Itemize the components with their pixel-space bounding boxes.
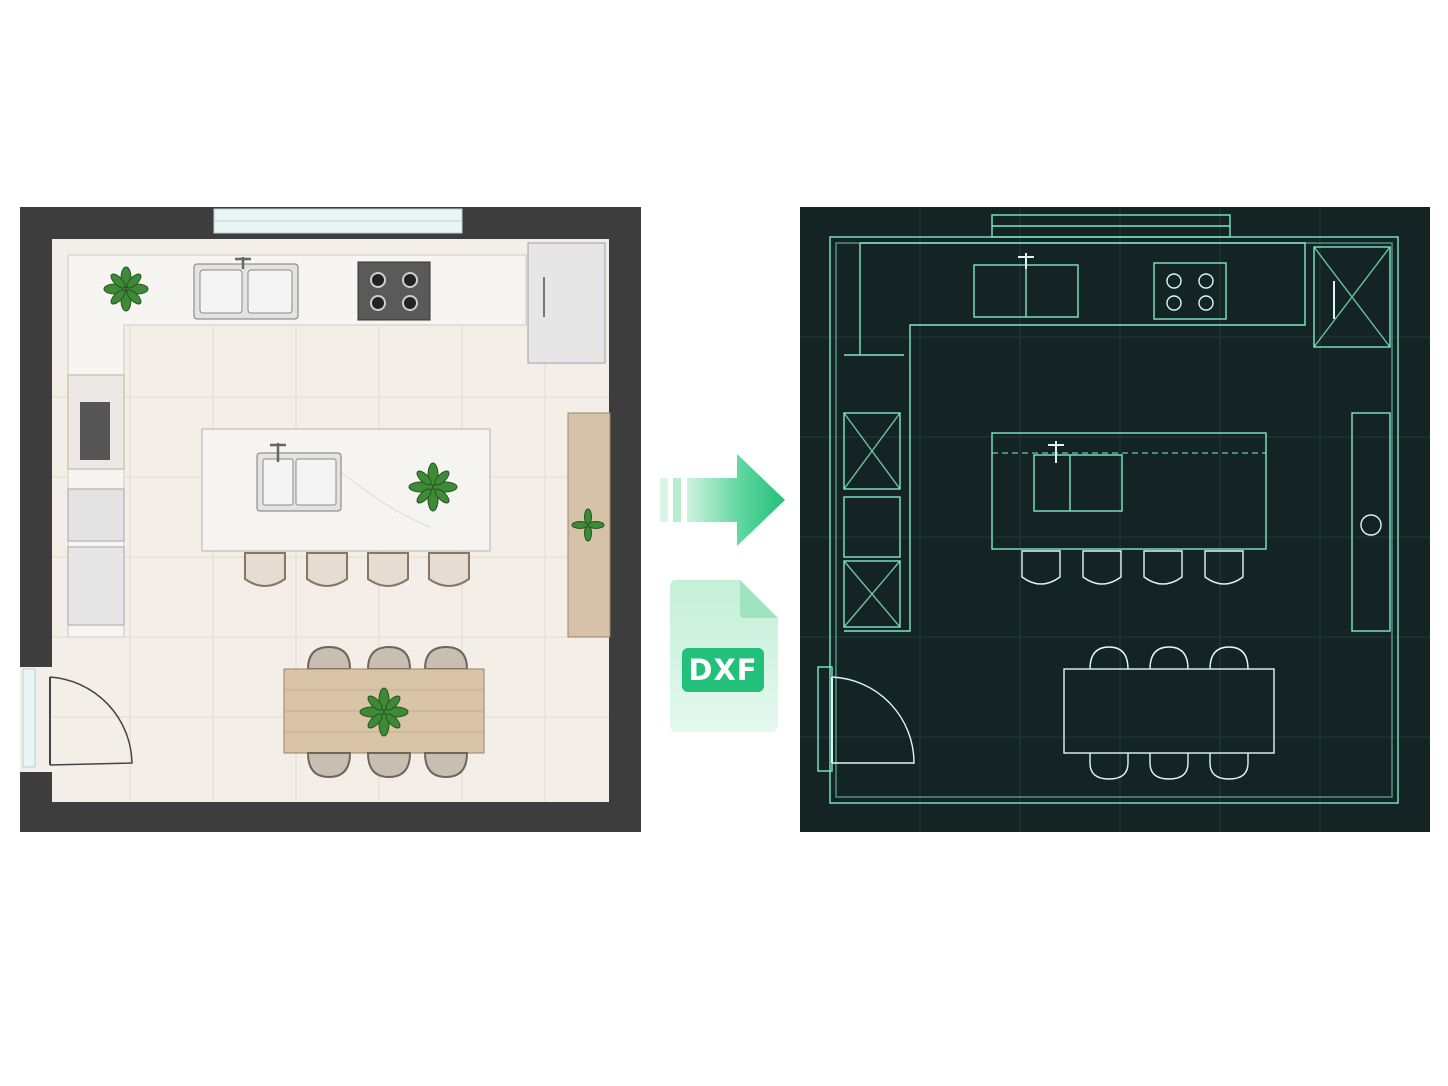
wall-oven bbox=[80, 402, 110, 460]
washer bbox=[67, 546, 125, 626]
file-corner-fold bbox=[740, 580, 778, 618]
cad-linework bbox=[817, 214, 1399, 804]
cad-cabinet-cross bbox=[843, 560, 901, 628]
cad-door-swing bbox=[831, 676, 915, 764]
dining-chairs-top bbox=[306, 645, 469, 670]
island-sink-basin-left bbox=[262, 458, 294, 506]
cad-dining-chair bbox=[1089, 753, 1129, 780]
cad-dining-table bbox=[1063, 668, 1275, 754]
island-plant-icon bbox=[408, 462, 458, 512]
dishwasher bbox=[67, 488, 125, 542]
bar-stool bbox=[428, 552, 470, 587]
cad-bar-stool bbox=[1021, 550, 1061, 585]
island-sink-basin-right bbox=[295, 458, 337, 506]
arrow-tail-stripe bbox=[660, 478, 668, 522]
refrigerator bbox=[527, 242, 606, 364]
cad-cabinet bbox=[843, 412, 901, 490]
bar-stool bbox=[244, 552, 286, 587]
door-frame bbox=[22, 668, 36, 768]
dxf-badge bbox=[682, 648, 764, 692]
dining-chair bbox=[423, 645, 469, 670]
cad-bar-stool bbox=[1143, 550, 1183, 585]
dining-chair bbox=[306, 645, 352, 670]
cad-cabinet bbox=[843, 560, 901, 628]
cad-burner-icon bbox=[1198, 273, 1214, 289]
dining-chair bbox=[366, 752, 412, 779]
cad-bar-stool bbox=[1082, 550, 1122, 585]
cad-bench bbox=[1351, 412, 1391, 632]
table-plant-icon bbox=[359, 687, 409, 737]
cad-refrigerator bbox=[1313, 246, 1391, 348]
arrow-right-icon bbox=[655, 450, 790, 550]
bench-plant-icon bbox=[571, 508, 605, 542]
rendered-floor-plan bbox=[20, 207, 641, 832]
island-faucet-icon bbox=[270, 443, 286, 462]
cad-cabinet-cross bbox=[843, 412, 901, 490]
arrow-tail-stripe bbox=[673, 478, 681, 522]
arrow-body bbox=[687, 454, 785, 546]
cad-island-faucet-icon bbox=[1048, 441, 1064, 463]
cad-burner-icon bbox=[1166, 273, 1182, 289]
dining-chair bbox=[366, 645, 412, 670]
cad-burner-icon bbox=[1166, 295, 1182, 311]
cooktop bbox=[357, 261, 431, 321]
cad-blueprint-svg bbox=[800, 207, 1430, 832]
dining-chair bbox=[306, 752, 352, 779]
bar-stool bbox=[367, 552, 409, 587]
cad-faucet-icon bbox=[1018, 253, 1034, 269]
cad-bar-stool bbox=[1204, 550, 1244, 585]
cad-cooktop bbox=[1153, 262, 1227, 320]
dxf-file-icon: DXF bbox=[668, 578, 782, 734]
cad-dining-chair bbox=[1149, 753, 1189, 780]
cad-blueprint bbox=[800, 207, 1430, 832]
plant-icon bbox=[103, 266, 149, 312]
cad-cabinet bbox=[843, 496, 901, 558]
cad-island-sink bbox=[1033, 454, 1123, 512]
door-swing bbox=[49, 676, 133, 766]
cad-dining-chair bbox=[1089, 646, 1129, 670]
bar-stools bbox=[244, 552, 470, 587]
burner-icons bbox=[370, 272, 418, 311]
cad-fridge-cross bbox=[1313, 246, 1391, 348]
cad-dining-chair bbox=[1149, 646, 1189, 670]
sink-basin-right bbox=[247, 269, 293, 314]
cad-counter bbox=[844, 242, 1306, 632]
cad-counter-edge bbox=[844, 243, 904, 356]
rendered-plan-svg bbox=[20, 207, 641, 832]
cad-burner-icon bbox=[1198, 295, 1214, 311]
cad-plant-icon bbox=[1360, 514, 1382, 536]
sink-basin-left bbox=[199, 269, 243, 314]
cad-dining-chair bbox=[1209, 646, 1249, 670]
dxf-label: DXF bbox=[688, 653, 758, 687]
dining-chairs-bottom bbox=[306, 752, 469, 779]
cad-dining-chair bbox=[1209, 753, 1249, 780]
bar-stool bbox=[306, 552, 348, 587]
cad-island bbox=[991, 432, 1267, 550]
cad-background bbox=[800, 207, 1430, 832]
dining-chair bbox=[423, 752, 469, 779]
cad-grid bbox=[800, 207, 1430, 832]
faucet-icon bbox=[235, 257, 251, 269]
